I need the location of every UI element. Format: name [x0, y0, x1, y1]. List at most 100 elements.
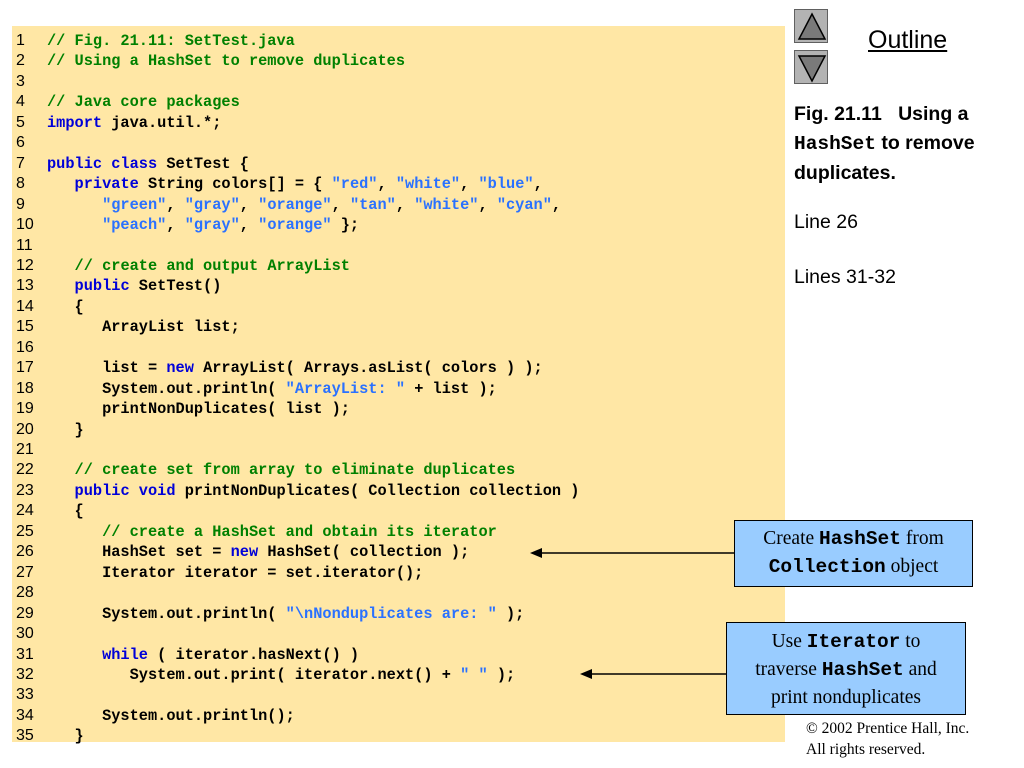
line-number: 30	[16, 625, 34, 643]
code-line: 22 // create set from array to eliminate…	[12, 460, 785, 480]
code-line: 23 public void printNonDuplicates( Colle…	[12, 481, 785, 501]
code-line: 32 System.out.print( iterator.next() + "…	[12, 665, 785, 685]
line-number: 7	[16, 154, 25, 172]
line-code: System.out.println( "ArrayList: " + list…	[47, 379, 497, 399]
code-line: 15 ArrayList list;	[12, 317, 785, 337]
line-code: "peach", "gray", "orange" };	[47, 215, 359, 235]
code-token: }	[47, 727, 84, 746]
line-code: HashSet set = new HashSet( collection );	[47, 542, 469, 562]
callout2-code2: HashSet	[821, 659, 904, 681]
line-number: 5	[16, 113, 25, 131]
code-token: System.out.println(	[47, 379, 286, 398]
code-token: ArrayList( Arrays.asList( colors ) );	[193, 359, 543, 378]
code-token: HashSet( collection );	[258, 543, 470, 562]
code-token: public class	[47, 154, 158, 173]
line-code: "green", "gray", "orange", "tan", "white…	[47, 195, 561, 215]
code-line: 35 }	[12, 726, 785, 746]
code-token: ,	[478, 195, 497, 214]
line-code: Iterator iterator = set.iterator();	[47, 563, 423, 583]
line-number: 4	[16, 93, 25, 111]
line-code: printNonDuplicates( list );	[47, 399, 350, 419]
code-line: 6	[12, 133, 785, 153]
callout2-line2-pre: traverse	[755, 659, 822, 680]
code-line: 26 HashSet set = new HashSet( collection…	[12, 542, 785, 562]
code-line: 20 }	[12, 420, 785, 440]
next-slide-button[interactable]	[794, 50, 828, 84]
code-token: ( iterator.hasNext() )	[147, 645, 360, 664]
code-line: 18 System.out.println( "ArrayList: " + l…	[12, 379, 785, 399]
figure-text-1: Using a	[898, 103, 969, 125]
line-number: 2	[16, 52, 25, 70]
line-code: public class SetTest {	[47, 154, 249, 174]
code-token: "white"	[414, 195, 479, 214]
line-code: // Using a HashSet to remove duplicates	[47, 51, 405, 71]
line-number: 26	[16, 543, 34, 561]
line-number: 13	[16, 277, 34, 295]
line-number: 16	[16, 338, 34, 356]
line-code: {	[47, 501, 84, 521]
code-token: ,	[377, 175, 396, 194]
code-token: // create and output ArrayList	[74, 256, 350, 275]
callout-create-hashset: Create HashSet from Collection object	[734, 520, 973, 587]
code-line: 25 // create a HashSet and obtain its it…	[12, 522, 785, 542]
code-token: "red"	[331, 175, 378, 194]
code-token: "white"	[395, 175, 461, 194]
code-token: };	[331, 216, 360, 235]
code-token: ,	[533, 175, 543, 194]
figure-caption: Fig. 21.11 Using a HashSet to remove dup…	[794, 100, 1019, 188]
code-token: ArrayList list;	[47, 318, 240, 337]
line-number: 17	[16, 359, 34, 377]
code-line: 4 // Java core packages	[12, 92, 785, 112]
code-line: 3	[12, 72, 785, 92]
callout1-code2: Collection	[768, 556, 886, 578]
line-number: 6	[16, 134, 25, 152]
code-line: 17 list = new ArrayList( Arrays.asList( …	[12, 358, 785, 378]
code-token: public void	[74, 481, 176, 500]
code-token: "tan"	[349, 195, 396, 214]
code-line: 9 "green", "gray", "orange", "tan", "whi…	[12, 195, 785, 215]
code-token	[47, 175, 75, 193]
code-line: 14 {	[12, 297, 785, 317]
callout2-mid1: to	[900, 631, 921, 652]
line-number: 11	[16, 236, 33, 254]
code-token: HashSet set =	[47, 543, 231, 562]
code-token: ,	[460, 175, 479, 194]
line-number: 21	[16, 441, 34, 458]
line-number: 8	[16, 175, 25, 193]
line-number: 9	[16, 195, 25, 213]
copyright-line-1: © 2002 Prentice Hall, Inc.	[806, 720, 970, 737]
code-token	[47, 257, 75, 275]
code-token: ,	[331, 195, 350, 214]
triangle-down-icon	[797, 55, 827, 83]
line-number: 1	[16, 32, 25, 49]
callout1-pre: Create	[763, 528, 820, 549]
code-token: "orange"	[258, 195, 332, 214]
code-token: list =	[47, 359, 167, 378]
code-line: 7 public class SetTest {	[12, 154, 785, 174]
outline-link[interactable]: Outline	[868, 26, 948, 54]
line-number: 33	[16, 686, 34, 704]
code-token: }	[47, 420, 84, 439]
line-number: 27	[16, 563, 34, 581]
callout-use-iterator: Use Iterator to traverse HashSet and pri…	[726, 622, 966, 715]
code-token: "blue"	[478, 175, 534, 194]
code-token: ,	[239, 195, 259, 214]
code-token: SetTest {	[157, 154, 249, 173]
code-token: "ArrayList: "	[285, 379, 406, 398]
line-code: // Java core packages	[47, 92, 240, 112]
code-token: + list );	[405, 379, 497, 398]
code-line: 12 // create and output ArrayList	[12, 256, 785, 276]
line-code: }	[47, 726, 84, 746]
code-token: ,	[395, 195, 415, 214]
line-number: 28	[16, 584, 34, 602]
line-code: System.out.print( iterator.next() + " " …	[47, 665, 516, 685]
figure-label: Fig. 21.11	[794, 103, 882, 125]
figure-text-2: to remove duplicates.	[794, 132, 975, 184]
code-token: "\nNonduplicates are: "	[285, 604, 497, 623]
code-token: String colors[] = {	[138, 175, 332, 194]
line-code: list = new ArrayList( Arrays.asList( col…	[47, 358, 543, 378]
previous-slide-button[interactable]	[794, 9, 828, 43]
code-token: while	[102, 645, 148, 664]
code-line: 1// Fig. 21.11: SetTest.java	[12, 31, 785, 51]
code-token: ,	[239, 216, 259, 235]
